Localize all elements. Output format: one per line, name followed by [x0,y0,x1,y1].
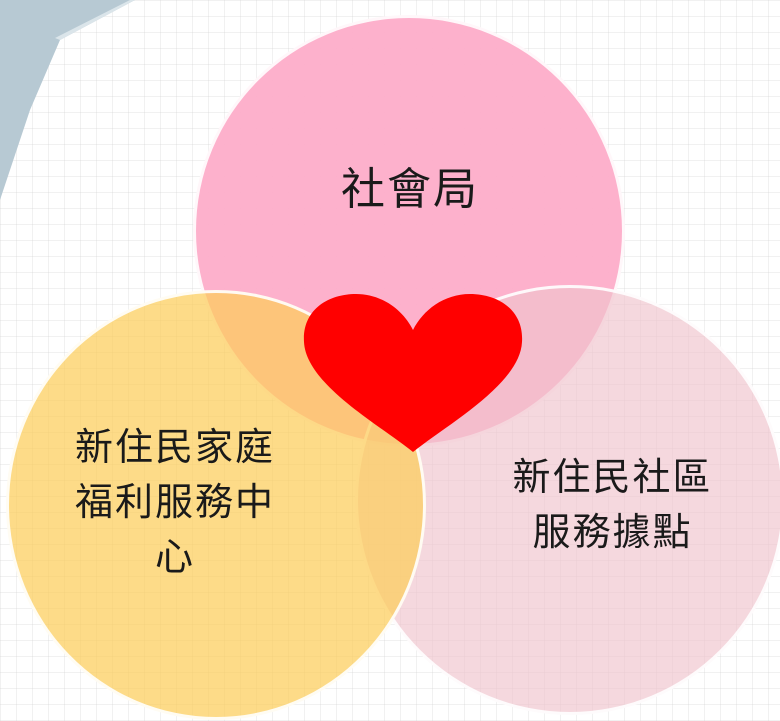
heart-icon [303,294,523,452]
label-line: 服務據點 [532,510,693,555]
label-community-service-point: 新住民社區 服務據點 [470,450,755,560]
label-line: 社會局 [341,164,479,215]
label-line: 新住民社區 [512,455,713,499]
label-line: 心 [154,535,195,580]
label-family-welfare-center: 新住民家庭 福利服務中 心 [40,420,310,585]
label-line: 福利服務中 [74,480,275,525]
label-social-affairs-bureau: 社會局 [300,158,520,222]
label-line: 新住民家庭 [74,425,275,469]
